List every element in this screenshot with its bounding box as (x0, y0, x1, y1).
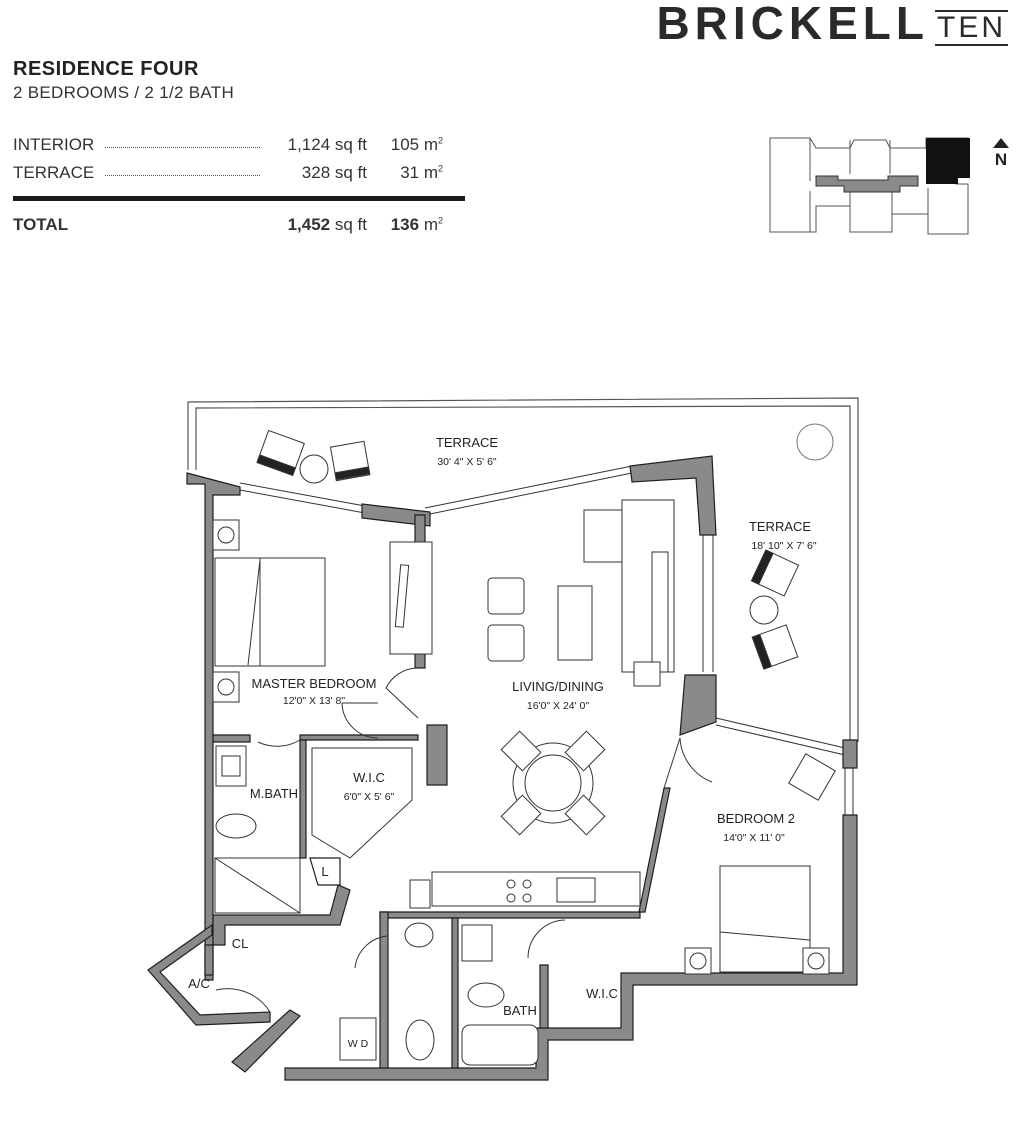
label-laundry-closet: L (321, 864, 328, 879)
total-sqft: 1,452 sq ft (287, 215, 367, 234)
area-sqft: 1,124 sq ft (287, 135, 367, 154)
dims-living-dining: 16'0" X 24' 0" (527, 700, 590, 712)
label-closet: CL (232, 936, 249, 951)
floor-plan: TERRACE 30' 4" X 5' 6" TERRACE 18' 10" X… (147, 397, 859, 1081)
north-indicator: N (990, 138, 1012, 170)
label-terrace-north: TERRACE (436, 435, 498, 450)
label-terrace-east: TERRACE (749, 519, 811, 534)
dims-wic-master: 6'0" X 5' 6" (344, 791, 395, 803)
leader-dots (105, 175, 260, 176)
area-table: INTERIOR 1,124 sq ft 105 m2 TERRACE 328 … (13, 135, 465, 234)
terrace-boundary (187, 397, 859, 742)
label-bedroom-2: BEDROOM 2 (717, 811, 795, 826)
furniture (212, 423, 836, 1066)
area-sqft: 328 sq ft (301, 163, 367, 182)
area-row-interior: INTERIOR 1,124 sq ft 105 m2 (13, 135, 465, 163)
label-wic-bedroom-2: W.I.C (586, 986, 618, 1001)
logo-sub-text: TEN (935, 10, 1008, 46)
total-label: TOTAL (13, 215, 69, 234)
key-plan (769, 137, 970, 235)
keyplan-unit-highlight (926, 138, 970, 184)
label-master-bath: M.BATH (250, 786, 298, 801)
total-m2: 136 m2 (390, 215, 443, 234)
area-label: TERRACE (13, 163, 95, 182)
room-labels: TERRACE 30' 4" X 5' 6" TERRACE 18' 10" X… (188, 435, 817, 1050)
windows (239, 465, 854, 815)
keyplan-core (815, 175, 919, 193)
label-ac: A/C (188, 976, 210, 991)
residence-title: RESIDENCE FOUR (13, 58, 199, 80)
area-row-total: TOTAL 1,452 sq ft 136 m2 (13, 215, 465, 239)
leader-dots (105, 147, 260, 148)
label-master-bedroom: MASTER BEDROOM (252, 676, 377, 691)
dims-master-bedroom: 12'0" X 13' 8" (283, 695, 346, 707)
total-divider (13, 196, 465, 201)
doors (215, 667, 713, 1013)
area-label: INTERIOR (13, 135, 95, 154)
dims-terrace-north: 30' 4" X 5' 6" (437, 456, 497, 468)
label-living-dining: LIVING/DINING (512, 679, 604, 694)
north-arrow-icon (993, 138, 1009, 148)
area-row-terrace: TERRACE 328 sq ft 31 m2 (13, 163, 465, 191)
area-m2: 31 m2 (400, 163, 443, 182)
dims-terrace-east: 18' 10" X 7' 6" (751, 540, 816, 552)
residence-header: RESIDENCE FOUR 2 BEDROOMS / 2 1/2 BATH (13, 58, 234, 103)
label-bath: BATH (503, 1003, 537, 1018)
label-wic-master: W.I.C (353, 770, 385, 785)
area-m2: 105 m2 (390, 135, 443, 154)
residence-subtitle: 2 BEDROOMS / 2 1/2 BATH (13, 83, 235, 102)
walls (147, 455, 858, 1081)
brand-logo: BRICKELL TEN (656, 0, 1008, 46)
dims-bedroom-2: 14'0" X 11' 0" (723, 832, 785, 844)
logo-main-text: BRICKELL (656, 0, 929, 49)
north-label: N (994, 150, 1008, 169)
label-washer-dryer: W D (348, 1038, 369, 1050)
